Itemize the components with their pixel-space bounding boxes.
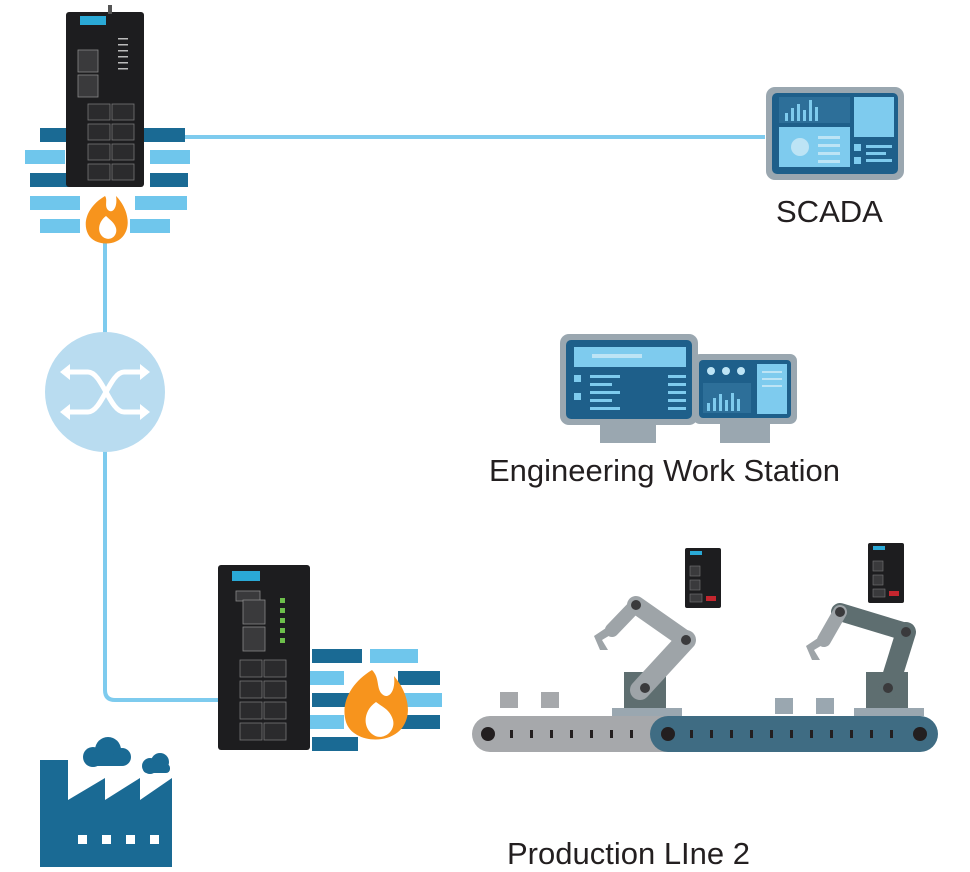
small-firewall-device-1 <box>685 548 721 608</box>
conveyor-icon <box>472 692 938 752</box>
robot-arm-icon-2 <box>806 603 924 716</box>
production-line-label: Production LIne 2 <box>507 836 751 871</box>
robot-arm-icon <box>594 596 696 716</box>
network-switch-icon <box>45 332 165 452</box>
fire-icon <box>85 196 128 244</box>
firewall-device-top <box>66 5 144 187</box>
scada-monitor-icon <box>766 87 904 180</box>
scada-label: SCADA <box>776 194 883 229</box>
small-firewall-device-2 <box>868 543 904 603</box>
workstation-icon <box>560 334 797 443</box>
engineering-workstation-label: Engineering Work Station <box>489 453 840 488</box>
fire-icon-bottom <box>344 670 408 740</box>
cloud-icon <box>83 737 170 774</box>
factory-icon <box>40 760 172 867</box>
firewall-icon-bottom <box>310 649 442 751</box>
firewall-device-bottom <box>218 565 310 750</box>
link-switch-firewall2 <box>103 689 220 702</box>
